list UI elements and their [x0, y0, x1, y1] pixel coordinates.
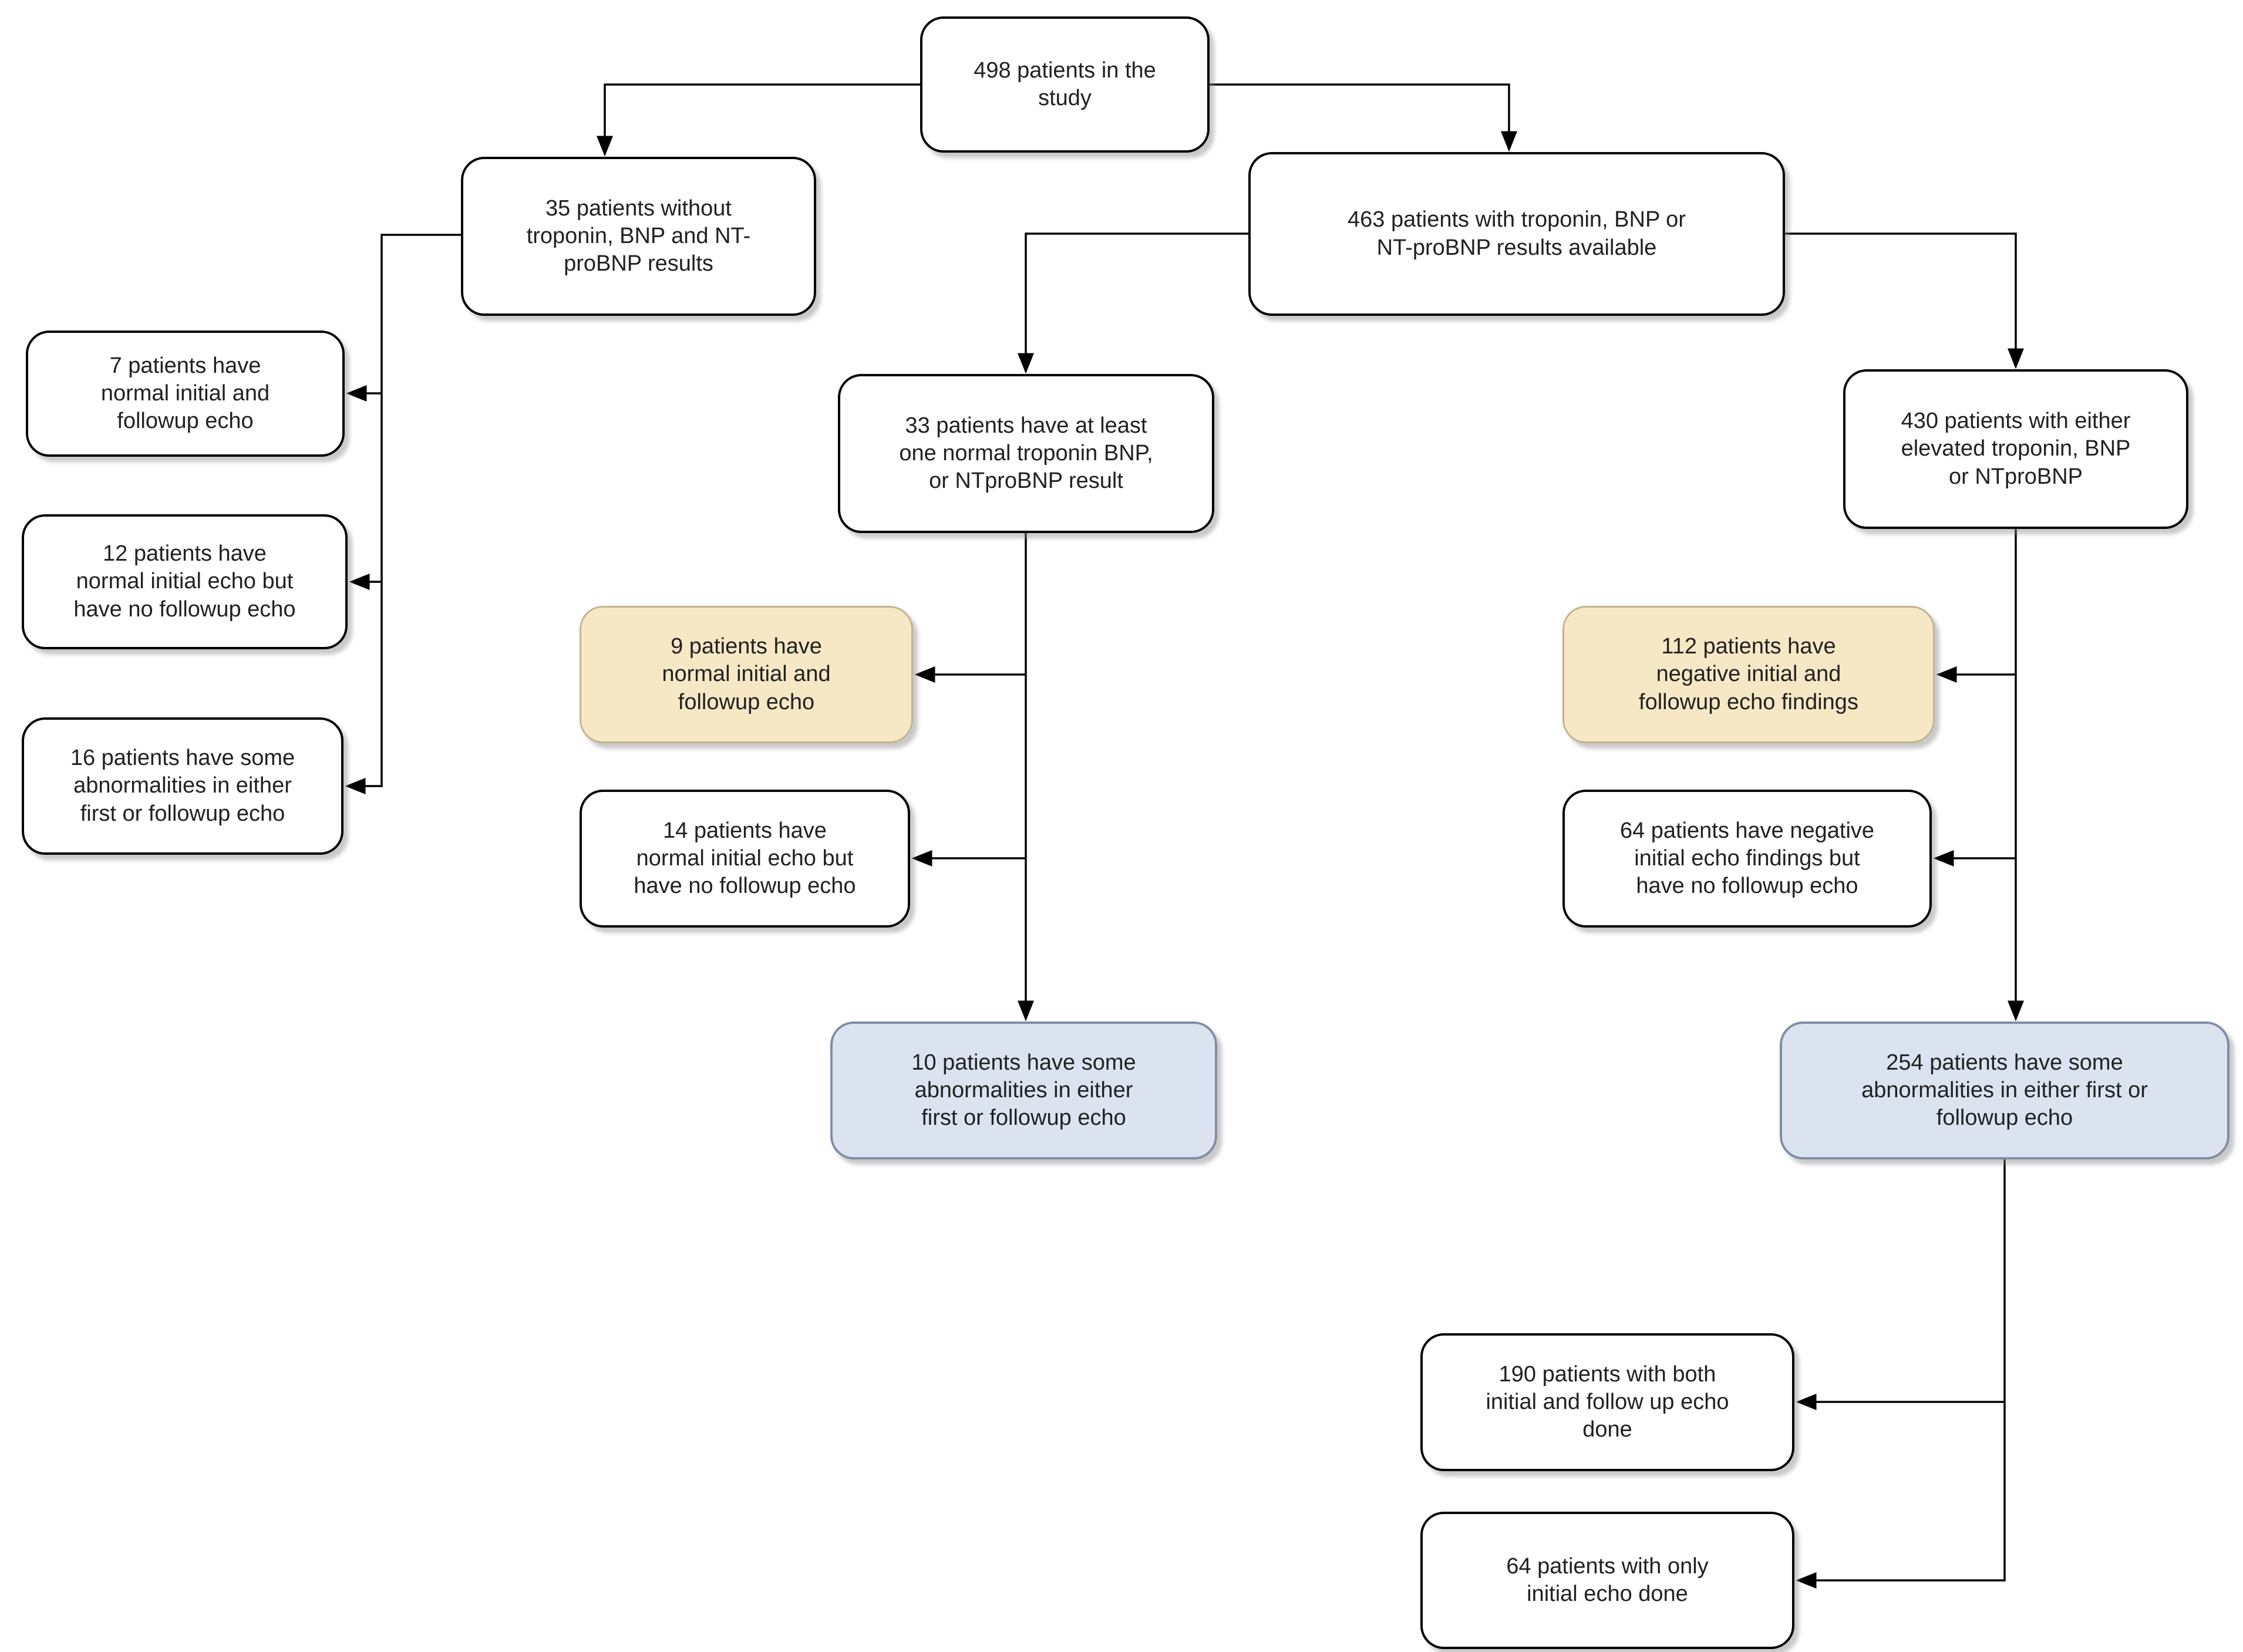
node-label: 112 patients have negative initial and f…: [1639, 634, 1858, 714]
node-14-normal-initial-no-followup: 14 patients have normal initial echo but…: [580, 790, 910, 928]
node-430-elevated-biomarkers: 430 patients with either elevated tropon…: [1843, 369, 2188, 529]
node-64-only-initial-echo: 64 patients with only initial echo done: [1420, 1512, 1794, 1649]
edge-498-463: [1210, 83, 1517, 152]
node-label: 430 patients with either elevated tropon…: [1901, 409, 2131, 489]
node-label: 35 patients without troponin, BNP and NT…: [526, 195, 751, 277]
node-498-total: 498 patients in the study: [920, 16, 1210, 153]
node-10-abnormalities: 10 patients have some abnormalities in e…: [830, 1021, 1217, 1159]
node-label: 7 patients have normal initial and follo…: [100, 353, 270, 434]
edge-463-33: [1018, 232, 1248, 374]
node-64-negative-initial-no-followup: 64 patients have negative initial echo f…: [1562, 790, 1932, 928]
node-12-normal-initial-no-followup: 12 patients have normal initial echo but…: [22, 514, 348, 649]
node-254-abnormalities: 254 patients have some abnormalities in …: [1780, 1021, 2229, 1159]
node-16-abnormalities: 16 patients have some abnormalities in e…: [22, 717, 343, 855]
node-label: 33 patients have at least one normal tro…: [899, 413, 1153, 494]
node-7-normal-initial-and-followup: 7 patients have normal initial and follo…: [26, 331, 345, 457]
node-label: 12 patients have normal initial echo but…: [73, 541, 296, 622]
edge-254-64b: [1796, 1159, 2006, 1589]
node-label: 64 patients with only initial echo done: [1506, 1553, 1709, 1606]
node-190-both-echo-done: 190 patients with both initial and follo…: [1420, 1333, 1794, 1471]
node-463-with-biomarkers: 463 patients with troponin, BNP or NT-pr…: [1248, 152, 1785, 316]
node-label: 14 patients have normal initial echo but…: [634, 818, 856, 899]
node-label: 10 patients have some abnormalities in e…: [911, 1050, 1136, 1131]
node-35-no-biomarkers: 35 patients without troponin, BNP and NT…: [461, 157, 816, 316]
edge-498-35: [597, 83, 920, 157]
node-label: 9 patients have normal initial and follo…: [662, 634, 831, 714]
edge-35-16: [345, 234, 461, 794]
node-9-normal-initial-and-followup: 9 patients have normal initial and follo…: [580, 606, 913, 743]
edge-463-430: [1785, 232, 2024, 369]
node-112-negative-initial-and-followup: 112 patients have negative initial and f…: [1562, 606, 1935, 743]
node-label: 254 patients have some abnormalities in …: [1861, 1050, 2148, 1131]
node-33-at-least-one-normal: 33 patients have at least one normal tro…: [838, 374, 1214, 533]
node-label: 190 patients with both initial and follo…: [1486, 1361, 1729, 1442]
node-label: 64 patients have negative initial echo f…: [1619, 818, 1875, 899]
node-label: 498 patients in the study: [974, 58, 1156, 110]
node-label: 16 patients have some abnormalities in e…: [70, 746, 295, 826]
node-label: 463 patients with troponin, BNP or NT-pr…: [1348, 207, 1686, 260]
